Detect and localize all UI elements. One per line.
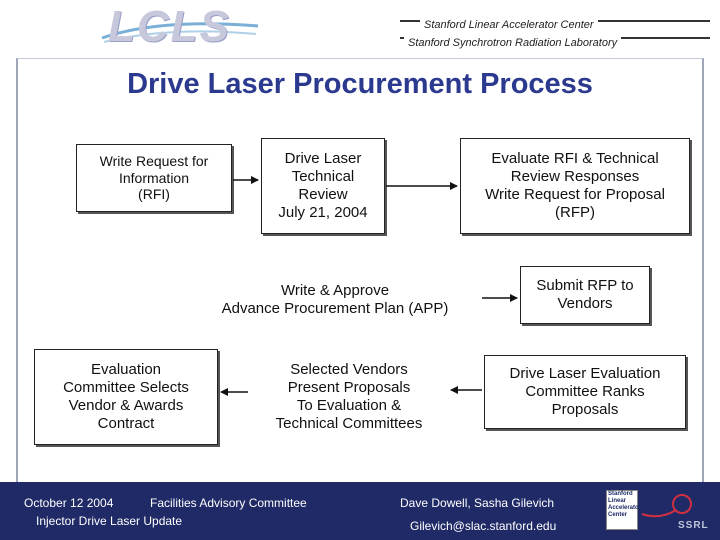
footer-subtitle: Injector Drive Laser Update xyxy=(36,514,183,528)
step-submit-rfp-label: Submit RFP to Vendors xyxy=(536,277,634,312)
footer-authors: Dave Dowell, Sasha Gilevich xyxy=(400,496,555,510)
step-write-app: Write & Approve Advance Procurement Plan… xyxy=(190,272,480,328)
step-technical-review: Drive Laser Technical Review July 21, 20… xyxy=(261,138,385,234)
step-technical-review-label: Drive Laser Technical Review July 21, 20… xyxy=(278,150,368,221)
step-evaluation-committee-label: Evaluation Committee Selects Vendor & Aw… xyxy=(63,361,189,432)
ssrl-mark: SSRL xyxy=(678,520,709,531)
step-committee-ranks: Drive Laser Evaluation Committee Ranks P… xyxy=(484,355,686,429)
step-write-rfi-label: Write Request for Information (RFI) xyxy=(99,152,209,203)
slac-logo: Stanford Linear Accelerator Center SSRL xyxy=(606,490,710,536)
step-committee-ranks-label: Drive Laser Evaluation Committee Ranks P… xyxy=(509,365,661,418)
step-write-app-label: Write & Approve Advance Procurement Plan… xyxy=(221,282,449,317)
footer-date: October 12 2004 xyxy=(24,496,114,510)
slide-title: Drive Laser Procurement Process xyxy=(127,68,593,100)
org-name-ssrl: Stanford Synchrotron Radiation Laborator… xyxy=(404,37,622,49)
ssrl-ring-icon xyxy=(641,494,692,518)
lcls-logo: LCLS xyxy=(108,2,231,51)
step-vendors-present-label: Selected Vendors Present Proposals To Ev… xyxy=(275,361,423,432)
step-vendors-present: Selected Vendors Present Proposals To Ev… xyxy=(250,349,448,445)
footer-meeting: Facilities Advisory Committee xyxy=(150,496,307,510)
step-submit-rfp: Submit RFP to Vendors xyxy=(520,266,650,324)
lcls-swoosh-graphic xyxy=(101,22,259,43)
step-evaluation-committee: Evaluation Committee Selects Vendor & Aw… xyxy=(34,349,218,445)
slac-logo-box xyxy=(606,490,638,530)
org-name-slac: Stanford Linear Accelerator Center xyxy=(420,19,598,31)
footer-bar xyxy=(0,482,720,540)
step-write-rfi: Write Request for Information (RFI) xyxy=(76,144,232,212)
footer-email: Gilevich@slac.stanford.edu xyxy=(410,519,557,533)
step-evaluate-rfi: Evaluate RFI & Technical Review Response… xyxy=(460,138,690,234)
slac-logo-text: Stanford Linear Accelerator Center xyxy=(608,491,642,518)
step-evaluate-rfi-label: Evaluate RFI & Technical Review Response… xyxy=(485,150,665,221)
